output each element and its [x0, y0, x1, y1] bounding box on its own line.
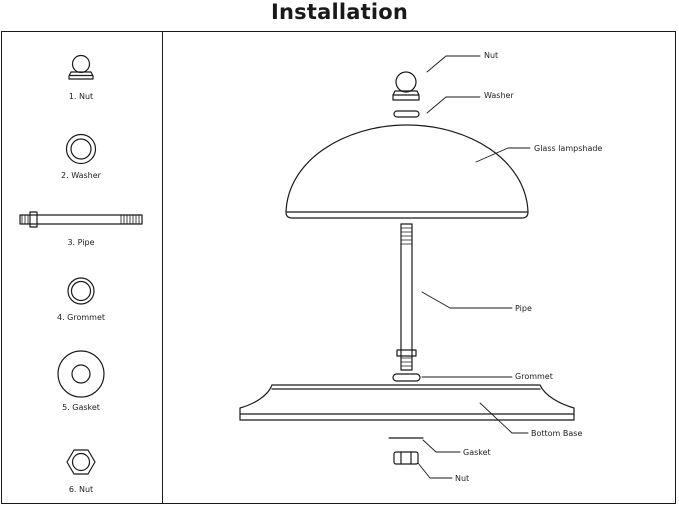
callout-washer: Washer: [484, 91, 514, 100]
assembly-washer-icon: [393, 110, 420, 118]
part-1-nut-icon: [68, 54, 94, 80]
callout-grommet: Grommet: [515, 372, 553, 381]
callout-top-nut: Nut: [484, 51, 499, 60]
part-6-nut-icon: [66, 449, 96, 475]
leader-lines: [417, 55, 531, 479]
part-3-label: 3. Pipe: [67, 238, 95, 247]
frame-divider: [162, 31, 163, 504]
assembly-top-nut-icon: [392, 71, 420, 101]
callout-bottom-base: Bottom Base: [531, 429, 583, 438]
callout-gasket: Gasket: [463, 448, 491, 457]
part-6-label: 6. Nut: [68, 485, 94, 494]
part-5-gasket-icon: [57, 350, 105, 398]
callout-bottom-nut: Nut: [455, 474, 470, 483]
page-title: Installation: [270, 0, 409, 24]
assembly-base-icon: [239, 384, 575, 421]
part-2-washer-icon: [65, 133, 97, 165]
part-3-pipe-icon: [19, 211, 143, 228]
callout-glass-lampshade: Glass lampshade: [534, 144, 603, 153]
assembly-pipe-icon: [396, 223, 417, 371]
part-5-label: 5. Gasket: [62, 403, 100, 412]
assembly-lampshade-icon: [285, 124, 529, 219]
assembly-grommet-icon: [392, 373, 421, 382]
part-4-grommet-icon: [67, 277, 95, 305]
diagram-frame: [1, 31, 676, 504]
part-1-label: 1. Nut: [68, 92, 94, 101]
part-2-label: 2. Washer: [61, 171, 101, 180]
assembly-bottom-nut-icon: [393, 451, 419, 465]
callout-pipe: Pipe: [515, 304, 532, 313]
part-4-label: 4. Grommet: [56, 313, 106, 322]
